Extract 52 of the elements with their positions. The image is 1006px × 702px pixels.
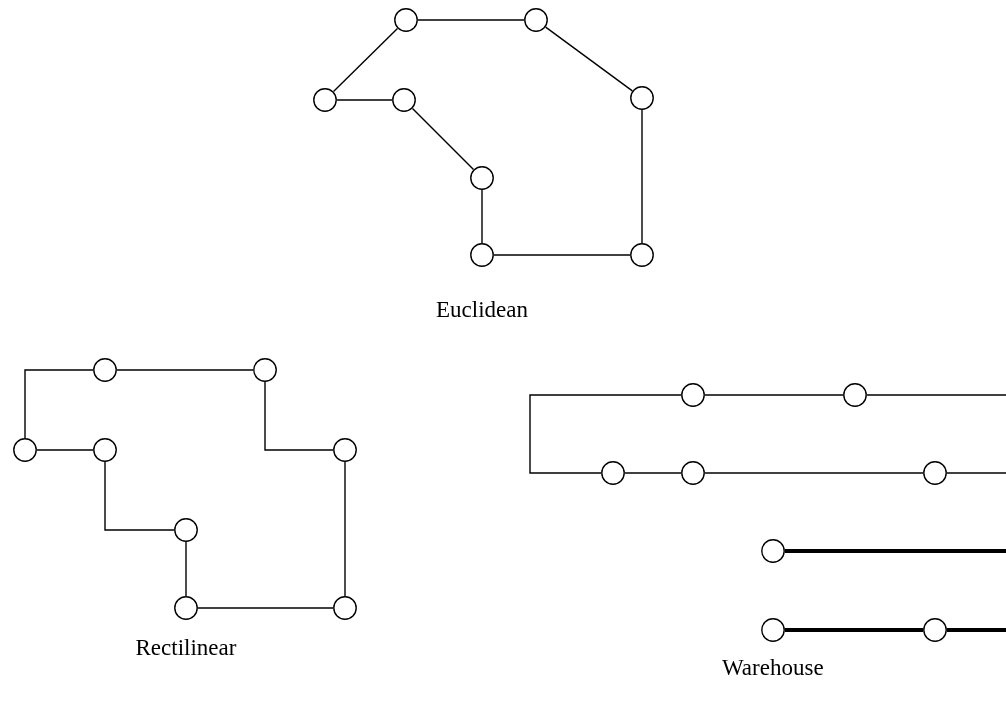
node-circle: [923, 461, 947, 485]
node-circle: [333, 438, 357, 462]
connector-line: [946, 472, 1006, 474]
graph-caption: Euclidean: [436, 297, 528, 323]
node-circle: [630, 86, 654, 110]
node-circle: [13, 438, 37, 462]
node-circle: [761, 618, 785, 642]
connector-line: [704, 472, 924, 474]
node-circle: [681, 383, 705, 407]
node-circle: [394, 8, 418, 32]
connector-line: [481, 189, 483, 244]
connector-line: [704, 394, 844, 396]
node-circle: [524, 8, 548, 32]
node-circle: [761, 539, 785, 563]
connector-line: [344, 461, 346, 597]
connector-line: [529, 394, 682, 474]
node-circle: [313, 88, 337, 112]
connector-line: [336, 99, 393, 101]
thick-line: [785, 549, 1006, 553]
graph-caption: Rectilinear: [135, 635, 237, 661]
node-circle: [601, 461, 625, 485]
node-circle: [843, 383, 867, 407]
thick-line: [785, 628, 923, 632]
connector-line: [185, 541, 187, 597]
connector-line: [866, 394, 1006, 396]
connector-line: [641, 109, 643, 244]
connector-line: [493, 254, 631, 256]
connector-line: [624, 472, 682, 474]
graph-caption: Warehouse: [722, 655, 824, 681]
node-circle: [93, 358, 117, 382]
connector-line: [332, 27, 399, 93]
node-circle: [333, 596, 357, 620]
node-circle: [392, 88, 416, 112]
connector-line: [36, 449, 94, 451]
node-circle: [93, 438, 117, 462]
node-circle: [253, 358, 277, 382]
connector-line: [544, 26, 634, 92]
node-circle: [174, 518, 198, 542]
connector-line: [104, 461, 175, 531]
connector-line: [411, 107, 475, 171]
connector-line: [197, 607, 334, 609]
connector-line: [116, 369, 254, 371]
connector-line: [264, 381, 334, 451]
node-circle: [174, 596, 198, 620]
node-circle: [681, 461, 705, 485]
node-circle: [470, 243, 494, 267]
connector-line: [417, 19, 525, 21]
node-circle: [923, 618, 947, 642]
node-circle: [630, 243, 654, 267]
node-circle: [470, 166, 494, 190]
thick-line: [947, 628, 1006, 632]
connector-line: [24, 369, 94, 439]
